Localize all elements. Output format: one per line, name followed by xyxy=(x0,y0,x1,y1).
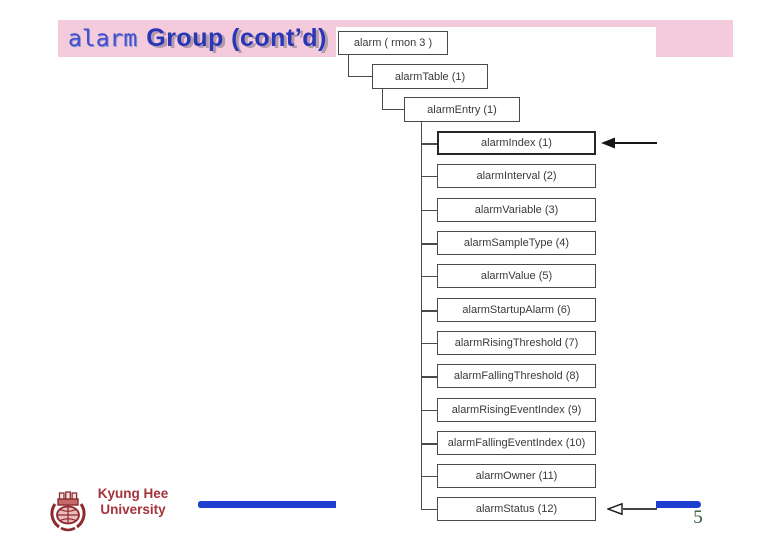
tree-node-root: alarm ( rmon 3 ) xyxy=(338,31,448,55)
institution-name: Kyung Hee University xyxy=(85,486,181,518)
tree-node: alarmVariable (3) xyxy=(437,198,596,222)
tree-node: alarmFallingEventIndex (10) xyxy=(437,431,596,455)
connector-line xyxy=(382,89,383,110)
institution-name-line1: Kyung Hee xyxy=(97,486,169,501)
page-title: Group (cont’d) xyxy=(146,24,327,52)
tree-node: alarmRisingThreshold (7) xyxy=(437,331,596,355)
tree-node: alarmFallingThreshold (8) xyxy=(437,364,596,388)
connector-trunk xyxy=(421,122,422,509)
connector-line xyxy=(421,443,437,445)
title-keyword: alarm xyxy=(68,25,138,52)
tree-node: alarmIndex (1) xyxy=(437,131,596,155)
connector-line xyxy=(421,343,437,344)
connector-line xyxy=(421,243,437,245)
page-number: 5 xyxy=(693,507,703,528)
connector-line xyxy=(421,410,437,411)
tree-node: alarmRisingEventIndex (9) xyxy=(437,398,596,422)
tree-node: alarmValue (5) xyxy=(437,264,596,288)
connector-line xyxy=(421,276,437,277)
connector-line xyxy=(421,509,437,510)
connector-line xyxy=(421,176,437,177)
solid-left-arrow-icon xyxy=(601,137,657,149)
tree-node: alarmSampleType (4) xyxy=(437,231,596,255)
tree-node: alarmStartupAlarm (6) xyxy=(437,298,596,322)
connector-line xyxy=(421,376,437,378)
connector-line xyxy=(348,76,372,77)
connector-line xyxy=(421,143,437,145)
alarm-group-tree-figure: alarm ( rmon 3 ) alarmTable (1) alarmEnt… xyxy=(336,27,657,526)
tree-node-entry: alarmEntry (1) xyxy=(404,97,520,122)
tree-node: alarmInterval (2) xyxy=(437,164,596,188)
tree-node: alarmOwner (11) xyxy=(437,464,596,488)
connector-line xyxy=(421,310,437,312)
tree-node: alarmStatus (12) xyxy=(437,497,596,521)
university-seal-logo xyxy=(50,491,86,532)
connector-line xyxy=(348,55,349,77)
open-left-arrow-icon xyxy=(607,502,657,516)
connector-line xyxy=(421,210,437,211)
tree-node-table: alarmTable (1) xyxy=(372,64,488,89)
connector-line xyxy=(421,476,437,477)
institution-name-line2: University xyxy=(100,502,166,517)
connector-line xyxy=(382,109,404,110)
